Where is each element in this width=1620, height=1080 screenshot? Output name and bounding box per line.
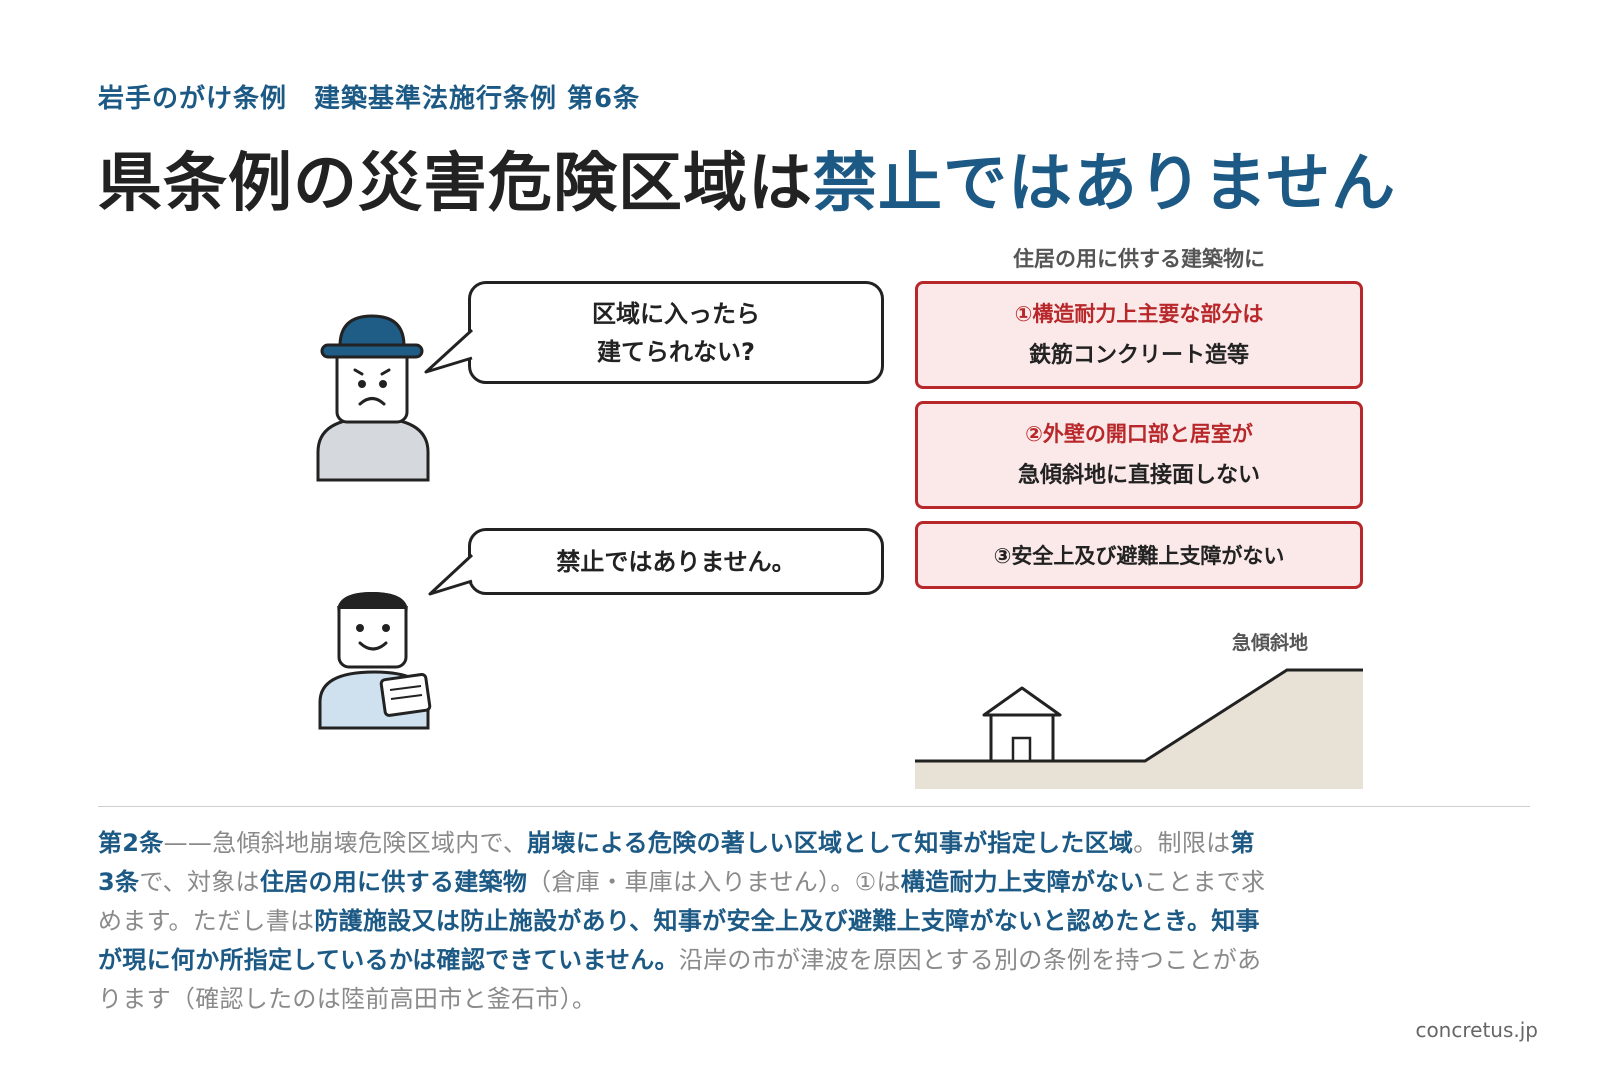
body-seg-4: 。制限は xyxy=(1133,829,1231,857)
question-line-2: 建てられない? xyxy=(597,337,755,366)
title-accent: 禁止ではありません xyxy=(813,147,1397,221)
condition-2-body: 急傾斜地に直接面しない xyxy=(1017,463,1260,488)
condition-1-body: 鉄筋コンクリート造等 xyxy=(1028,343,1249,368)
body-seg-11: 防護施設又は防止施設があり、知事が安全上及び避難上支障がないと認めたとき。知事が… xyxy=(98,907,1260,974)
condition-box-3: ③安全上及び避難上支障がない xyxy=(915,521,1363,589)
article-3: 第3条 xyxy=(98,829,1255,896)
worried-person-icon xyxy=(316,314,430,482)
page-title: 県条例の災害危険区域は禁止ではありません xyxy=(98,132,1396,224)
explanation-text: 第2条——急傾斜地崩壊危険区域内で、崩壊による危険の著しい区域として知事が指定し… xyxy=(98,824,1270,1019)
body-seg-9: 構造耐力上支障がない xyxy=(900,868,1144,896)
slope-scene xyxy=(915,668,1363,789)
answer-text: 禁止ではありません。 xyxy=(556,547,796,576)
subtitle: 岩手のがけ条例 建築基準法施行条例 第6条 xyxy=(98,84,641,114)
slope-label: 急傾斜地 xyxy=(1231,632,1308,654)
body-seg-10: ことまで求めます。ただし書は xyxy=(98,868,1266,935)
condition-box-1: ①構造耐力上主要な部分は 鉄筋コンクリート造等 xyxy=(915,281,1363,389)
body-seg-2: ——急傾斜地崩壊危険区域内で、 xyxy=(163,829,528,857)
title-main: 県条例の災害危険区域は xyxy=(98,147,813,221)
article-2: 第2条 xyxy=(98,829,164,857)
smiling-person-icon xyxy=(318,592,432,730)
body-seg-6: で、対象は xyxy=(139,868,260,896)
body-seg-8: （倉庫・車庫は入りません）。①は xyxy=(527,868,901,896)
house-icon xyxy=(982,686,1062,763)
divider xyxy=(98,806,1530,807)
document-icon xyxy=(379,672,432,717)
body-seg-12: 沿岸の市が津波を原因とする別の条例を持つことがあります（確認したのは陸前高田市と… xyxy=(98,946,1262,1013)
condition-2-title: ②外壁の開口部と居室が xyxy=(1025,422,1253,446)
condition-3-title: ③安全上及び避難上支障がない xyxy=(993,544,1285,568)
body-seg-7: 住居の用に供する建築物 xyxy=(259,868,528,896)
body-seg-3: 崩壊による危険の著しい区域として知事が指定した区域 xyxy=(527,829,1134,857)
condition-1-title: ①構造耐力上主要な部分は xyxy=(1014,302,1264,326)
condition-box-2: ②外壁の開口部と居室が 急傾斜地に直接面しない xyxy=(915,401,1363,509)
conditions-heading: 住居の用に供する建築物に xyxy=(1013,247,1265,271)
site-credit: concretus.jp xyxy=(1415,1018,1538,1042)
question-speech-bubble: 区域に入ったら 建てられない? xyxy=(468,281,884,384)
answer-speech-bubble: 禁止ではありません。 xyxy=(468,528,884,595)
question-line-1: 区域に入ったら xyxy=(592,299,760,328)
